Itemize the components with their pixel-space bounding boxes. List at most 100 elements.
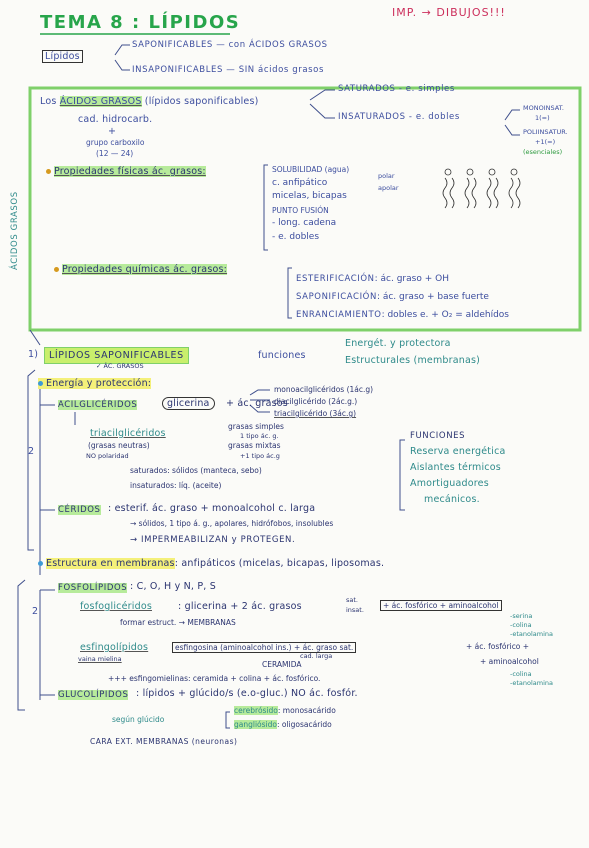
propiedades-quimicas-title: Propiedades químicas ác. grasos: (54, 264, 228, 275)
estructura-title: Estructura en membranas: anfipáticos (mi… (38, 558, 384, 569)
intro-suffix: (lípidos saponificables) (144, 96, 259, 107)
fosfolipidos-title: FOSFOLÍPIDOS (58, 583, 128, 593)
propiedades-fisicas-title: Propiedades físicas ác. grasos: (46, 166, 206, 177)
insaponificables-branch: INSAPONIFICABLES — SIN ácidos grasos (132, 65, 324, 75)
func-aislantes: Aislantes térmicos (410, 462, 501, 473)
fosfogliceridos-tail: + ác. fosfórico + aminoalcohol (380, 600, 502, 611)
fis-title-text: Propiedades físicas ác. grasos: (54, 166, 206, 177)
bracket-number-2: 2 (32, 606, 39, 617)
energet-label: Energét. y protectora (345, 338, 451, 349)
esfingolipidos: esfingolípidos (80, 642, 149, 653)
mono-count: 1(=) (535, 114, 550, 122)
grasas-mixtas: grasas mixtas (228, 441, 281, 450)
func-mecanicos: mecánicos. (424, 494, 480, 505)
fis-item-long-cadena: - long. cadena (272, 218, 337, 228)
bullet-icon (38, 561, 43, 566)
esfingo-tail2: + aminoalcohol (480, 657, 539, 666)
mas-un-tipo: +1 tipo ác.g (240, 452, 280, 460)
etanolamina: -etanolamina (510, 630, 554, 638)
poliinsat: POLIINSATUR. (523, 128, 568, 136)
diacil: diacilglicérido (2ác.g.) (274, 397, 358, 406)
estructura-text: Estructura en membranas (46, 558, 175, 569)
energia-title: Energía y protección: (38, 378, 152, 389)
cerebrosido-text: : monosacárido (277, 706, 336, 715)
saponificables-branch: SAPONIFICABLES — con ÁCIDOS GRASOS (132, 40, 328, 50)
fis-item-punto-fusion: PUNTO FUSIÓN (272, 205, 329, 215)
funciones-label: funciones (258, 350, 306, 361)
lipidos-root: Lípidos (42, 50, 83, 63)
acilgliceridos-title: ACILGLICÉRIDOS (58, 400, 138, 410)
fis-item-anfipatico: c. anfipático (272, 177, 328, 188)
esfingomielinas: +++ esfingomielinas: ceramida + colina +… (108, 674, 321, 683)
acidos-intro: Los ÁCIDOS GRASOS (lípidos saponificable… (40, 96, 259, 107)
qui-label: ENRANCIAMIENTO (296, 310, 382, 320)
ceridos-text: : esterif. ác. graso + monoalcohol c. la… (108, 503, 316, 514)
vaina-mielina: vaina mielina (78, 655, 122, 663)
qui-text: : ác. graso + base fuerte (376, 292, 489, 302)
glucolipidos-text: : lípidos + glúcido/s (e.o-gluc.) NO ác.… (136, 688, 358, 699)
esenciales: (esenciales) (523, 148, 563, 156)
bullet-icon (38, 381, 43, 386)
bracket-number-1: 2 (28, 446, 35, 457)
qui-item-esterificacion: ESTERIFICACIÓN: ác. graso + OH (296, 270, 509, 288)
qui-label: ESTERIFICACIÓN (296, 274, 375, 284)
gangliosido-text: : oligosacárido (276, 720, 332, 729)
funciones-title: FUNCIONES (410, 431, 466, 441)
cad-larga: cad. larga (300, 652, 333, 660)
qui-label: SAPONIFICACIÓN (296, 292, 377, 302)
cerebrosido: cerebrósido (234, 706, 278, 715)
colina-2: -colina (510, 670, 532, 678)
un-tipo: 1 tipo ác. g. (240, 432, 279, 440)
qui-item-saponificacion: SAPONIFICACIÓN: ác. graso + base fuerte (296, 288, 509, 306)
fis-list: SOLUBILIDAD (agua) c. anfipático micelas… (272, 163, 349, 244)
estruct-label: Estructurales (membranas) (345, 355, 481, 366)
saturados: SATURADOS - e. simples (338, 84, 455, 94)
func-amortiguadores: Amortiguadores (410, 478, 489, 489)
section-number: 1) (28, 349, 39, 360)
monoacil: monoacilglicéridos (1ác.g) (274, 385, 374, 394)
saponificables-sub: ✓ ÁC. GRASOS (96, 362, 144, 370)
grasas-simples: grasas simples (228, 422, 284, 431)
saturados-line: saturados: sólidos (manteca, sebo) (130, 466, 262, 475)
segun-glucido: según glúcido (112, 715, 165, 724)
grupo-carboxilo: grupo carboxilo (86, 138, 145, 147)
plus-sign: + (108, 126, 117, 137)
intro-prefix: Los (40, 96, 57, 107)
poli-count: +1(=) (535, 138, 556, 146)
polar-label: polar (378, 172, 395, 180)
energia-text: Energía y protección: (46, 378, 152, 389)
fosfogliceridos-text: : glicerina + 2 ác. grasos (178, 601, 302, 612)
func-reserva: Reserva energética (410, 446, 506, 457)
colina: -colina (510, 621, 532, 629)
cad-hidrocarb: cad. hidrocarb. (78, 114, 153, 125)
triacilgliceridos: triacilglicéridos (90, 428, 166, 439)
grasas-neutras: (grasas neutras) (88, 441, 150, 450)
qui-text: : ác. graso + OH (374, 274, 449, 284)
acidos-side-label: ÁCIDOS GRASOS (10, 191, 20, 270)
gangliosido-row: gangliósido: oligosacárido (234, 720, 332, 729)
insaturados-line: insaturados: líq. (aceite) (130, 481, 222, 490)
no-polaridad: NO polaridad (86, 452, 129, 460)
fosfolipidos-text: : C, O, H y N, P, S (130, 581, 216, 592)
glicerina-oval: glicerina (162, 397, 215, 410)
cerebrosido-row: cerebrósido: monosacárido (234, 706, 336, 715)
estructura-desc: : anfipáticos (micelas, bicapas, liposom… (174, 558, 385, 569)
qui-list: ESTERIFICACIÓN: ác. graso + OH SAPONIFIC… (296, 270, 509, 324)
insat-label: insat. (346, 606, 364, 614)
intro-highlight: ÁCIDOS GRASOS (59, 96, 142, 107)
important-note: IMP. → DIBUJOS!!! (392, 6, 506, 19)
fis-item-micelas: micelas, bicapas (272, 191, 347, 201)
fis-item-dobles: - e. dobles (272, 231, 320, 242)
monoinsat: MONOINSAT. (523, 104, 564, 112)
qui-item-enranciamiento: ENRANCIAMIENTO: dobles e. + O₂ = aldehíd… (296, 306, 509, 324)
triacil-type: triacilglicérido (3ác.g) (274, 409, 357, 418)
glucolipidos-title: GLUCOLÍPIDOS (58, 690, 129, 700)
saponificables-title: LÍPIDOS SAPONIFICABLES (44, 347, 189, 364)
fis-item-solubilidad: SOLUBILIDAD (agua) (272, 165, 350, 174)
forman-estruct: formar estruct. → MEMBRANAS (120, 618, 236, 627)
serina: -serina (510, 612, 533, 620)
ceridos-props: → sólidos, 1 tipo á. g., apolares, hidró… (130, 519, 334, 528)
page-title: TEMA 8 : LÍPIDOS (40, 12, 241, 33)
funciones-list: Reserva energética Aislantes térmicos Am… (410, 444, 506, 508)
gangliosido: gangliósido (234, 720, 277, 729)
